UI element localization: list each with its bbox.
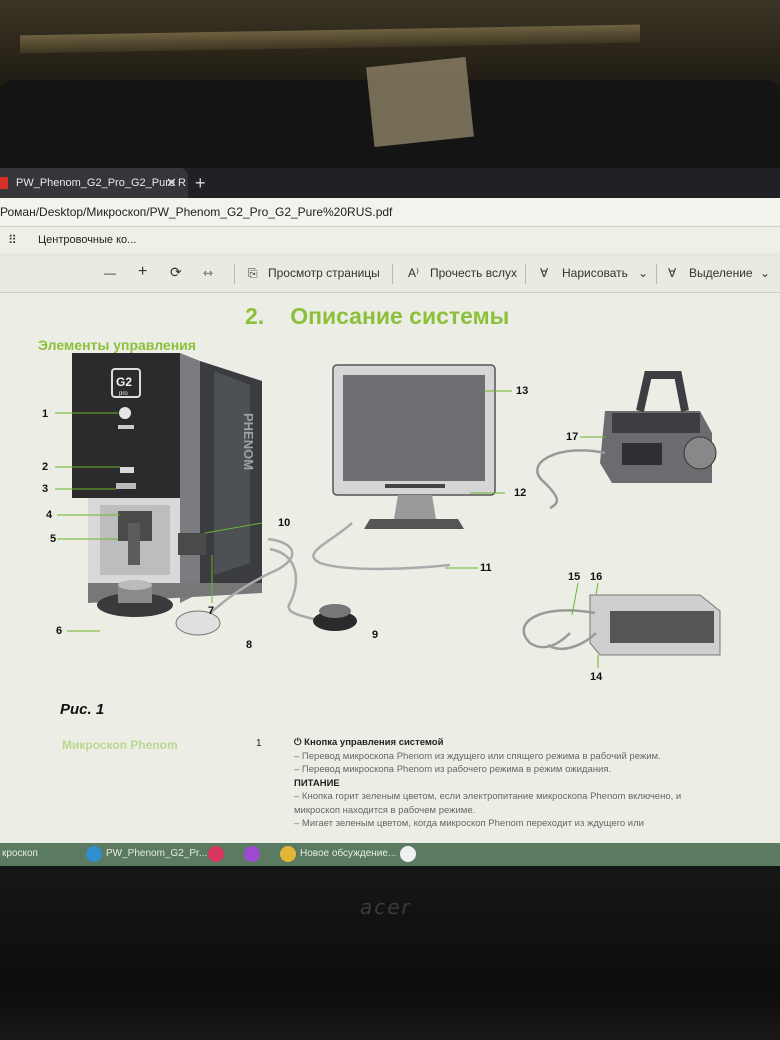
callout-14: 14	[590, 671, 603, 683]
page-view-icon[interactable]: ⎘	[248, 266, 258, 280]
new-tab-button[interactable]: +	[195, 173, 206, 193]
edge-icon[interactable]	[86, 846, 102, 862]
draw-icon[interactable]: ∀	[540, 266, 549, 280]
table-left-label: Микроскоп Phenom	[62, 738, 178, 752]
desc-item: – Перевод микроскопа Phenom из рабочего …	[294, 764, 612, 775]
bookmark-item[interactable]: Центровочные ко...	[38, 234, 137, 246]
monitor-cable	[312, 522, 451, 571]
chevron-down-icon[interactable]: ⌄	[760, 266, 771, 280]
microscope-illustration: PHENOM G2 pro	[72, 353, 262, 603]
laptop-bezel-bottom	[0, 870, 780, 1040]
address-bar[interactable]: Роман/Desktop/Микроскоп/PW_Phenom_G2_Pro…	[0, 198, 780, 227]
taskbar-item[interactable]: PW_Phenom_G2_Pr...	[106, 848, 208, 859]
description-block: ⏻ Кнопка управления системой – Перевод м…	[294, 736, 734, 831]
highlight-icon[interactable]: ∀	[668, 266, 677, 280]
callout-16: 16	[590, 571, 603, 583]
chevron-down-icon[interactable]: ⌄	[638, 266, 649, 280]
zoom-out-button[interactable]: —	[104, 266, 116, 280]
monitor-illustration	[332, 364, 496, 529]
usb-cable	[269, 547, 331, 625]
desc-item: – Мигает зеленым цветом, когда микроскоп…	[294, 818, 644, 829]
callout-4: 4	[46, 509, 53, 521]
tape-on-bezel	[366, 56, 474, 148]
rotate-icon[interactable]: ⟳	[170, 264, 182, 280]
side-brand: PHENOM	[241, 413, 256, 470]
browser-tab[interactable]: PW_Phenom_G2_Pro_G2_Pure R ✕	[0, 168, 188, 198]
url-text[interactable]: Роман/Desktop/Микроскоп/PW_Phenom_G2_Pro…	[0, 205, 393, 219]
clock-app-icon[interactable]	[400, 846, 416, 862]
chrome-icon[interactable]	[280, 846, 296, 862]
toolbar-divider	[656, 264, 657, 284]
usb-cable	[199, 537, 294, 624]
callout-8: 8	[246, 639, 253, 651]
power-supply-illustration	[522, 594, 721, 656]
fit-page-icon[interactable]: ⇿	[203, 266, 214, 280]
callout-1: 1	[42, 408, 49, 420]
figure-caption: Рис. 1	[60, 701, 105, 718]
callout-3: 3	[42, 483, 49, 495]
taskbar-item[interactable]: Новое обсуждение...	[300, 848, 397, 859]
vacuum-pump-illustration	[536, 371, 717, 510]
page-title: 2.Описание системы	[245, 303, 510, 329]
picture-frame	[20, 24, 640, 54]
desc-item: – Кнопка горит зеленым цветом, если элек…	[294, 791, 682, 802]
zoom-in-button[interactable]: +	[138, 263, 148, 280]
callout-7: 7	[208, 605, 215, 617]
bookmarks-bar: ⠿ Центровочные ко...	[0, 227, 780, 253]
taskbar: кроскоп PW_Phenom_G2_Pr... Новое обсужде…	[0, 843, 780, 866]
power-button-icon: ⏻	[294, 737, 305, 748]
taskbar-item[interactable]: кроскоп	[2, 848, 38, 859]
pdf-toolbar: — + ⟳ ⇿ ⎘ Просмотр страницы A⁾ Прочесть …	[0, 256, 780, 293]
draw-button[interactable]: Нарисовать	[562, 266, 628, 280]
callout-leaders	[55, 390, 606, 668]
desc-title-row: ⏻ Кнопка управления системой	[294, 737, 444, 748]
page-view-button[interactable]: Просмотр страницы	[268, 266, 380, 280]
callout-9: 9	[372, 629, 379, 641]
sample-holder-illustration	[97, 580, 173, 617]
svg-text:pro: pro	[119, 391, 128, 397]
close-tab-icon[interactable]: ✕	[166, 175, 177, 190]
app-icon[interactable]	[244, 846, 260, 862]
apps-grid-icon[interactable]: ⠿	[8, 233, 17, 247]
laptop-brand-logo: acer	[360, 895, 412, 919]
callout-10: 10	[278, 517, 291, 529]
mouse-illustration	[175, 610, 221, 636]
tab-title: PW_Phenom_G2_Pro_G2_Pure R	[16, 177, 186, 189]
callout-11: 11	[480, 562, 492, 574]
system-figure: PHENOM G2 pro	[55, 353, 721, 668]
toolbar-divider	[392, 264, 393, 284]
callout-12: 12	[514, 487, 527, 499]
callout-2: 2	[42, 461, 49, 473]
navigation-knob-illustration	[313, 604, 357, 631]
toolbar-divider	[234, 264, 235, 284]
read-aloud-icon[interactable]: A⁾	[408, 266, 419, 280]
pdf-page: 2.Описание системы Элементы управления P…	[0, 293, 780, 843]
desc-item: – Перевод микроскопа Phenom из ждущего и…	[294, 750, 661, 762]
table-item-number: 1	[256, 738, 262, 749]
power-title: ПИТАНИЕ	[294, 777, 340, 789]
section-subheading: Элементы управления	[38, 337, 196, 353]
pdf-icon	[0, 177, 8, 189]
toolbar-divider	[525, 264, 526, 284]
desc-item: микроскоп находится в рабочем режиме.	[294, 804, 476, 816]
callout-6: 6	[56, 625, 63, 637]
browser-tab-bar: PW_Phenom_G2_Pro_G2_Pure R ✕ +	[0, 168, 780, 198]
callout-13: 13	[516, 385, 529, 397]
callout-5: 5	[50, 533, 57, 545]
svg-text:G2: G2	[116, 375, 132, 389]
callout-17: 17	[566, 431, 579, 443]
highlight-button[interactable]: Выделение	[689, 266, 753, 280]
app-icon[interactable]	[208, 846, 224, 862]
laptop-screen: PW_Phenom_G2_Pro_G2_Pure R ✕ + Роман/Des…	[0, 168, 780, 866]
read-aloud-button[interactable]: Прочесть вслух	[430, 266, 517, 280]
callout-15: 15	[568, 571, 581, 583]
